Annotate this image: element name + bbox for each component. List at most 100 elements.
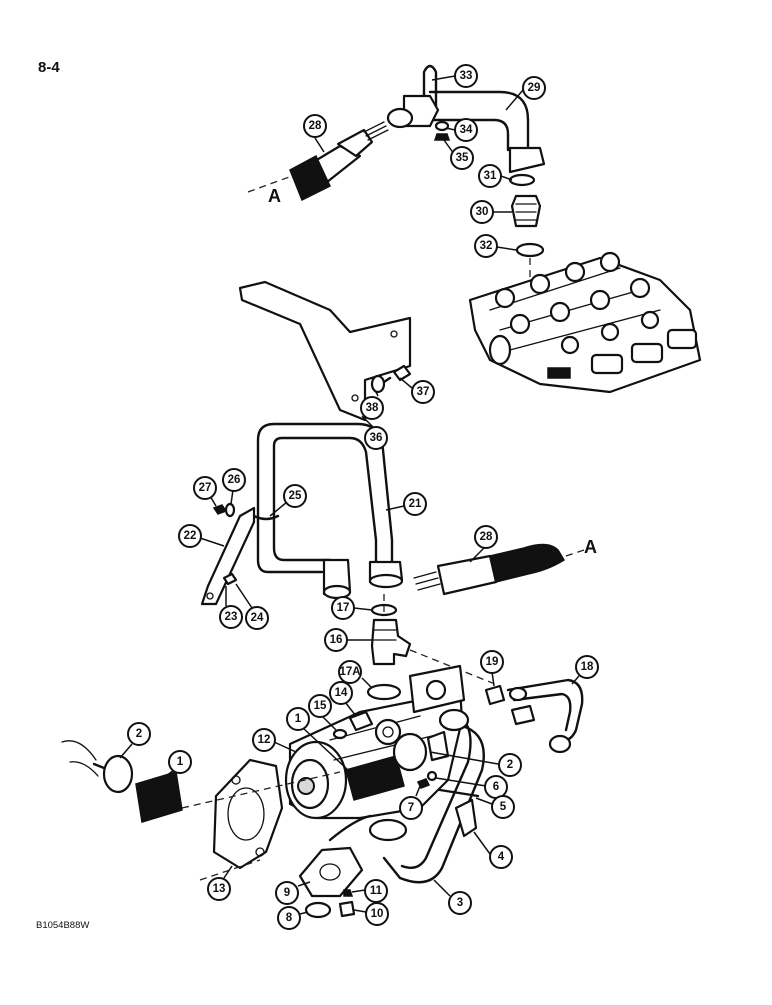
- callout-38: 38: [360, 391, 384, 420]
- alignment-line-gasket: [199, 859, 261, 881]
- elbow-fitting-right: [426, 730, 450, 762]
- svg-text:34: 34: [460, 124, 473, 136]
- bolt-14: [348, 710, 374, 732]
- svg-text:37: 37: [417, 386, 430, 398]
- callout-2-left: 2: [119, 722, 151, 759]
- callout-8: 8: [277, 906, 309, 930]
- fitting-7-6: [416, 770, 438, 789]
- svg-text:18: 18: [581, 661, 594, 673]
- suction-tube-3: [382, 708, 485, 884]
- svg-text:32: 32: [480, 240, 493, 252]
- callout-1-upper: 1: [286, 707, 349, 771]
- svg-text:6: 6: [493, 781, 499, 793]
- svg-text:25: 25: [289, 490, 302, 502]
- callout-16: 16: [324, 628, 372, 652]
- callout-17a: 17A: [338, 660, 373, 689]
- connection-marker-middle: A: [584, 537, 597, 557]
- o-ring-32: [515, 242, 545, 258]
- washer-38: [370, 374, 386, 394]
- svg-text:10: 10: [371, 908, 384, 920]
- svg-text:4: 4: [498, 851, 505, 863]
- svg-text:14: 14: [335, 687, 348, 699]
- svg-text:19: 19: [486, 656, 499, 668]
- callout-29: 29: [505, 76, 546, 111]
- fitting-end-29: [508, 146, 546, 187]
- bracket-36: [238, 280, 412, 422]
- callout-3: 3: [433, 879, 472, 915]
- svg-text:15: 15: [314, 700, 327, 712]
- figure-id: B1054B88W: [36, 920, 89, 931]
- callout-23: 23: [219, 586, 243, 629]
- callout-33: 33: [431, 64, 478, 88]
- svg-text:5: 5: [500, 801, 507, 813]
- washer-26: [224, 502, 236, 518]
- callout-4: 4: [473, 831, 513, 869]
- nut-34-washer: [433, 120, 451, 141]
- control-valve-bank: [468, 251, 702, 394]
- callout-17: 17: [331, 596, 373, 620]
- callout-34: 34: [445, 118, 478, 142]
- coupling-sleeve-upper: [345, 755, 405, 801]
- bracket-4: [454, 798, 478, 838]
- u-bolt-33: [422, 64, 438, 114]
- callout-6: 6: [435, 775, 508, 799]
- svg-text:26: 26: [228, 474, 241, 486]
- callout-7: 7: [399, 785, 423, 820]
- tube-nut-right: [368, 560, 404, 589]
- callout-24: 24: [235, 583, 269, 630]
- callout-25: 25: [269, 484, 307, 517]
- gasket-13: [212, 758, 284, 870]
- callout-15: 15: [308, 694, 337, 731]
- callout-11: 11: [351, 879, 388, 903]
- bolt-24: [222, 572, 238, 586]
- callout-10: 10: [353, 902, 389, 926]
- tube-nut-left: [322, 558, 352, 600]
- callout-22: 22: [178, 524, 225, 548]
- hose-clamp-right: [392, 732, 428, 772]
- callout-31: 31: [478, 164, 513, 188]
- svg-text:38: 38: [366, 402, 379, 414]
- callout-2-right: 2: [429, 751, 522, 777]
- o-ring-17a: [366, 683, 402, 701]
- callout-28-top: 28: [303, 114, 327, 153]
- tee-fitting-16: [370, 618, 412, 666]
- pin-5: [438, 788, 480, 798]
- svg-text:27: 27: [199, 482, 212, 494]
- svg-text:1: 1: [295, 713, 302, 725]
- curved-arrow: [328, 814, 372, 842]
- callout-21: 21: [385, 492, 427, 516]
- alignment-line-pump: [181, 771, 341, 809]
- svg-text:21: 21: [409, 498, 422, 510]
- nut-27: [212, 504, 228, 515]
- clamp-25: [252, 514, 280, 521]
- svg-text:30: 30: [476, 206, 489, 218]
- washer-15: [332, 728, 348, 740]
- svg-text:22: 22: [184, 530, 197, 542]
- hose-28-middle: [413, 543, 585, 596]
- svg-text:12: 12: [258, 734, 271, 746]
- hose-28-top: [247, 121, 389, 202]
- svg-text:16: 16: [330, 634, 343, 646]
- svg-text:31: 31: [484, 170, 497, 182]
- page-number: 8-4: [38, 59, 60, 76]
- svg-text:2: 2: [507, 759, 513, 771]
- svg-text:36: 36: [370, 432, 383, 444]
- callout-26: 26: [222, 468, 246, 505]
- coupling-sleeve-lower: [135, 771, 183, 823]
- svg-text:28: 28: [309, 120, 322, 132]
- bolt-10-11: [338, 889, 356, 918]
- hose-clamp-left: [61, 740, 134, 794]
- adapter-30: [510, 194, 542, 228]
- callout-12: 12: [252, 728, 297, 753]
- callout-32: 32: [474, 234, 517, 258]
- elbow-fitting: [386, 94, 440, 129]
- svg-text:23: 23: [225, 611, 238, 623]
- tube-29: [428, 90, 530, 152]
- callout-37: 37: [399, 377, 435, 404]
- callout-27: 27: [193, 476, 217, 507]
- connection-marker-top: A: [268, 186, 281, 206]
- callout-9: 9: [275, 881, 311, 905]
- svg-text:1: 1: [177, 756, 184, 768]
